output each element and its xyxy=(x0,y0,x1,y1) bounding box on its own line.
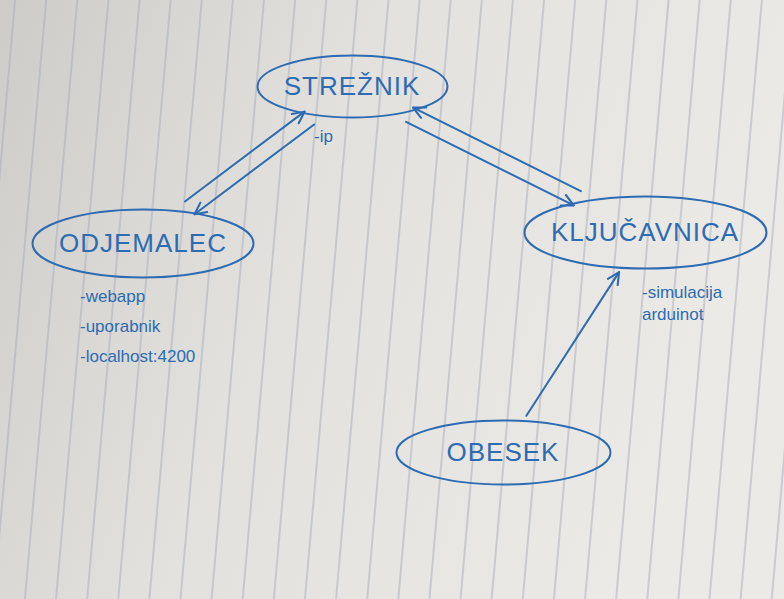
node-title: ODJEMALEC xyxy=(59,228,227,259)
ellipse-shape xyxy=(524,196,766,268)
ellipse-node: ODJEMALEC-webapp-uporabnik-localhost:420… xyxy=(31,208,255,279)
node-title: STREŽNIK xyxy=(284,71,421,102)
node-note: -webapp xyxy=(80,282,195,312)
ellipse-shape xyxy=(33,209,254,277)
arrow-connector xyxy=(413,108,581,192)
node-note: -uporabnik xyxy=(80,312,195,342)
node-note: -ip xyxy=(314,126,333,148)
node-title: OBESEK xyxy=(447,437,560,468)
arrow-connector xyxy=(195,124,315,214)
node-title: KLJUČAVNICA xyxy=(551,217,739,248)
ellipse-node: STREŽNIK-ip xyxy=(256,54,449,119)
arrow-connector xyxy=(406,122,574,206)
ellipse-shape xyxy=(257,55,447,117)
node-note: -simulacija arduinot xyxy=(642,282,762,326)
arrow-connector xyxy=(526,272,619,416)
note-list: -simulacija arduinot xyxy=(642,282,762,326)
note-list: -ip xyxy=(314,126,333,148)
ellipse-node: KLJUČAVNICA-simulacija arduinot xyxy=(523,195,768,270)
ellipse-node: OBESEK xyxy=(395,419,612,486)
node-note: -localhost:4200 xyxy=(80,342,195,372)
note-list: -webapp-uporabnik-localhost:4200 xyxy=(80,282,195,372)
arrow-connector xyxy=(185,112,305,202)
ellipse-shape xyxy=(396,420,610,484)
